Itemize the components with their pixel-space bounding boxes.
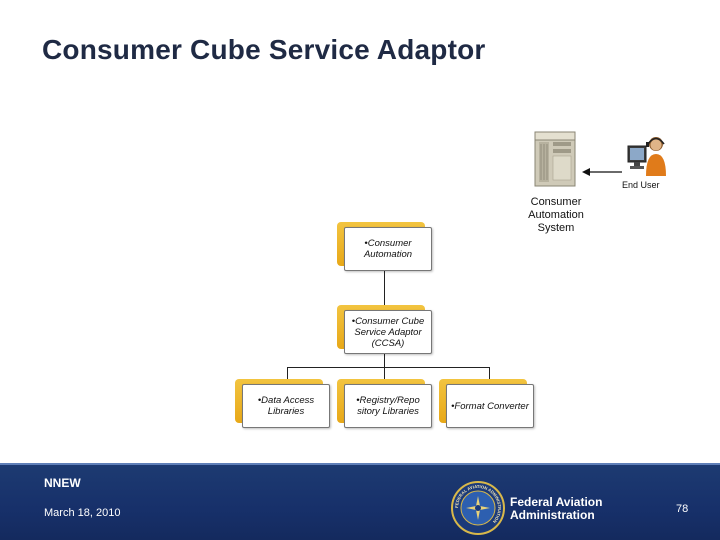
system-label: Consumer Automation System bbox=[528, 196, 584, 234]
program-name: NNEW bbox=[44, 476, 81, 490]
node-label: •Consumer Automation bbox=[344, 227, 432, 271]
page-number: 78 bbox=[676, 503, 689, 515]
node-ccsa: •Consumer Cube Service Adaptor (CCSA) bbox=[337, 305, 434, 356]
page-title: Consumer Cube Service Adaptor bbox=[42, 34, 486, 65]
end-user-label: End User bbox=[622, 180, 660, 190]
node-label: •Data Access Libraries bbox=[242, 384, 330, 428]
presentation-date: March 18, 2010 bbox=[44, 507, 121, 519]
connector-line bbox=[287, 367, 490, 368]
node-label: •Registry/Repo sitory Libraries bbox=[344, 384, 432, 428]
faa-seal-icon: FEDERAL AVIATION ADMINISTRATION bbox=[451, 481, 505, 535]
node-data-access: •Data Access Libraries bbox=[235, 379, 332, 430]
footer-bar bbox=[0, 463, 720, 540]
connector-line bbox=[384, 354, 385, 367]
footer-divider bbox=[0, 463, 720, 465]
server-icon bbox=[534, 131, 576, 187]
node-label: •Consumer Cube Service Adaptor (CCSA) bbox=[344, 310, 432, 354]
node-label: •Format Converter bbox=[446, 384, 534, 428]
agency-name: Federal Aviation Administration bbox=[510, 495, 603, 522]
end-user-icon bbox=[627, 137, 666, 176]
node-consumer-automation: •Consumer Automation bbox=[337, 222, 434, 273]
connector-line bbox=[384, 267, 385, 307]
node-registry: •Registry/Repo sitory Libraries bbox=[337, 379, 434, 430]
node-format-converter: •Format Converter bbox=[439, 379, 536, 430]
